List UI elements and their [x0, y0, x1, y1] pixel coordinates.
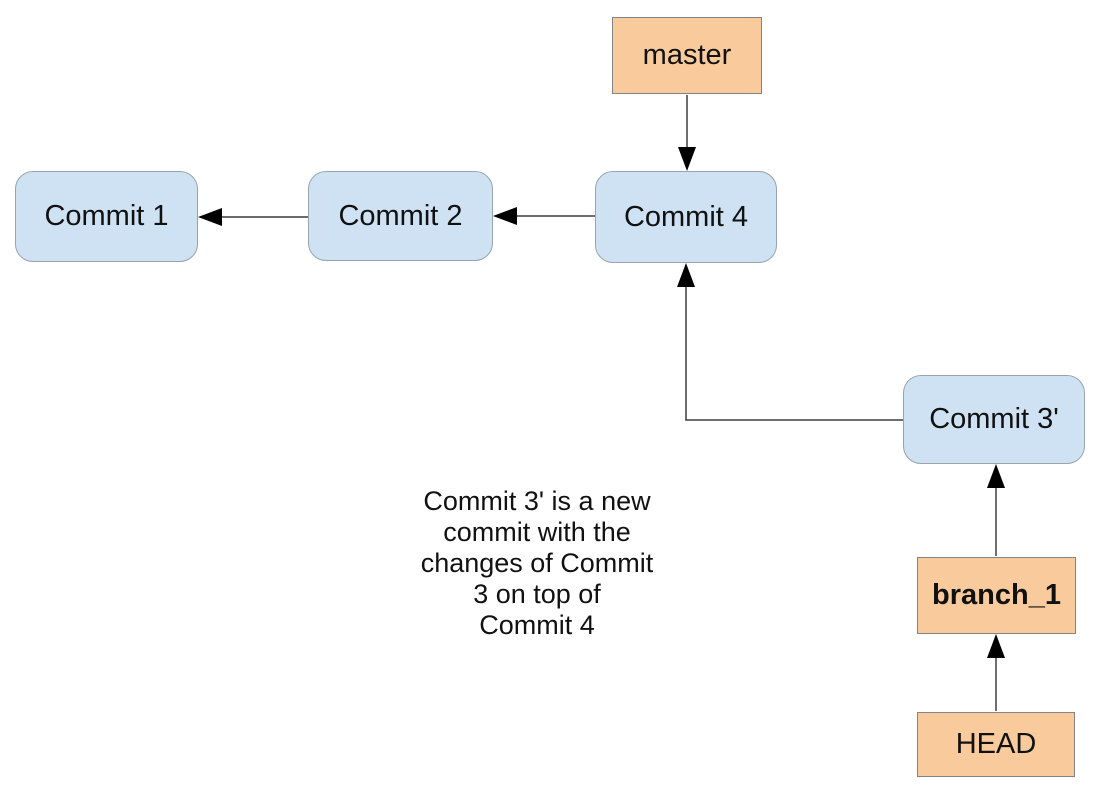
node-commit-1: Commit 1 [15, 171, 198, 262]
node-commit-4-label: Commit 4 [623, 200, 749, 233]
annotation-line: commit with the [443, 517, 631, 547]
node-commit-3-prime: Commit 3' [903, 375, 1085, 464]
node-commit-4: Commit 4 [595, 171, 777, 263]
annotation-line: 3 on top of [473, 579, 601, 609]
arrow-master-to-commit4 [678, 95, 696, 171]
node-commit-3-prime-label: Commit 3' [929, 403, 1059, 435]
node-commit-2-label: Commit 2 [338, 199, 463, 232]
node-master: master [612, 17, 762, 94]
annotation-line: changes of Commit [420, 548, 654, 578]
node-branch-1-label: branch_1 [932, 579, 1061, 611]
rebase-annotation: Commit 3' is a new commit with the chang… [362, 486, 712, 641]
node-head-label: HEAD [955, 728, 1037, 760]
arrow-commit4-to-commit2 [493, 207, 595, 225]
arrow-head-to-branch1 [987, 634, 1005, 711]
arrow-commit3p-to-commit4 [677, 263, 903, 421]
node-master-label: master [642, 39, 732, 71]
arrow-commit2-to-commit1 [198, 208, 308, 226]
node-commit-1-label: Commit 1 [44, 200, 169, 232]
node-branch-1: branch_1 [917, 557, 1076, 634]
arrow-branch1-to-commit3p [987, 464, 1005, 556]
node-commit-2: Commit 2 [308, 171, 493, 261]
annotation-line: Commit 3' is a new [423, 486, 651, 516]
node-head: HEAD [917, 712, 1075, 777]
annotation-line: Commit 4 [479, 610, 595, 640]
